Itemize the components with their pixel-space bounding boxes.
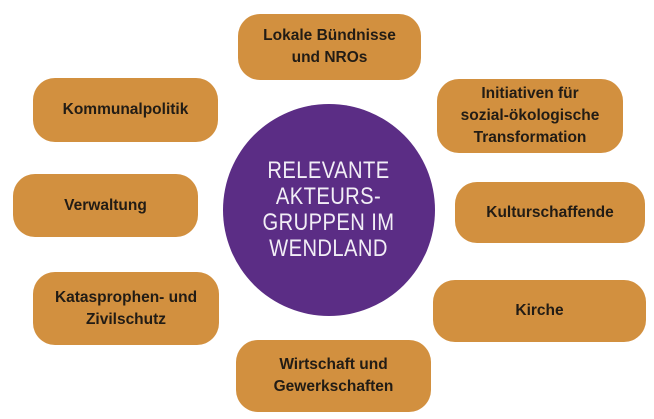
node-katasprophen-und-zivilschutz: Katasprophen- und Zivilschutz <box>33 272 219 345</box>
node-initiativen-sozial-oekologische-transformation: Initiativen für sozial-ökologische Trans… <box>437 79 623 153</box>
node-lokale-buendnisse-und-nros: Lokale Bündnisse und NROs <box>238 14 421 80</box>
center-circle: RELEVANTE AKTEURS- GRUPPEN IM WENDLAND <box>223 104 435 316</box>
diagram-title: RELEVANTE AKTEURS- GRUPPEN IM WENDLAND <box>263 157 395 262</box>
node-kommunalpolitik: Kommunalpolitik <box>33 78 218 142</box>
node-wirtschaft-und-gewerkschaften: Wirtschaft und Gewerkschaften <box>236 340 431 412</box>
node-kirche: Kirche <box>433 280 646 342</box>
node-verwaltung: Verwaltung <box>13 174 198 237</box>
node-kulturschaffende: Kulturschaffende <box>455 182 645 243</box>
